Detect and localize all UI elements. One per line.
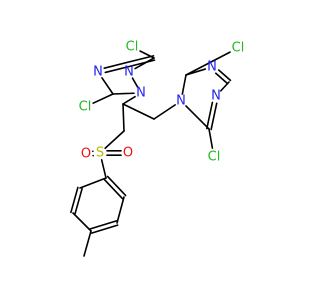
atom-label-o: O bbox=[123, 146, 133, 161]
bond-r4-r5 bbox=[89, 220, 118, 230]
atom-label-cl: Cl bbox=[79, 100, 92, 115]
bond-c3-c5 bbox=[122, 103, 155, 120]
atom-label-s: S bbox=[96, 146, 104, 161]
bond-n6-c8 bbox=[210, 102, 218, 131]
atom-label-n: N bbox=[124, 65, 134, 80]
bond-r2-r3 bbox=[74, 187, 83, 215]
bond-layer bbox=[70, 50, 232, 257]
bond-c6-cl3 bbox=[185, 51, 231, 76]
bond-c7-n6 bbox=[219, 81, 230, 92]
atom-label-o: O bbox=[81, 147, 91, 162]
bond-n5-c7 bbox=[214, 72, 229, 85]
atom-label-cl: Cl bbox=[232, 41, 245, 56]
bond-c8-n4 bbox=[185, 105, 210, 130]
bond-c1-n3 bbox=[103, 55, 155, 69]
bond-c5-n4 bbox=[153, 104, 176, 120]
bond-n6-c8 bbox=[206, 101, 214, 130]
bond-n2-c3 bbox=[122, 95, 136, 105]
bond-c1-n3 bbox=[104, 59, 156, 74]
bond-r2-r3 bbox=[70, 186, 79, 214]
atom-label-cl: Cl bbox=[126, 40, 139, 55]
bond-n4-c6 bbox=[181, 74, 187, 95]
bond-n2-n1 bbox=[131, 77, 139, 88]
bond-n5-c7 bbox=[217, 69, 232, 82]
atom-label-n: N bbox=[176, 94, 186, 109]
bond-n3-c2 bbox=[101, 76, 114, 95]
bond-r1-r2 bbox=[79, 177, 107, 189]
atom-label-n: N bbox=[207, 60, 217, 75]
bond-c2-cl2 bbox=[92, 93, 114, 105]
bond-r3-r4 bbox=[72, 212, 92, 232]
bond-r6-r1 bbox=[106, 175, 127, 197]
atom-label-n: N bbox=[136, 86, 146, 101]
bond-r4-me bbox=[83, 230, 92, 257]
atom-label-n: N bbox=[93, 65, 103, 80]
bond-r4-r5 bbox=[90, 224, 119, 234]
atom-label-n: N bbox=[211, 89, 221, 104]
bond-s1-r1 bbox=[100, 159, 107, 179]
bond-c3-c4 bbox=[122, 103, 125, 132]
bond-c8-cl4 bbox=[208, 128, 214, 149]
bond-r5-r6 bbox=[116, 196, 125, 224]
atom-label-cl: Cl bbox=[208, 150, 221, 165]
bond-r6-r1 bbox=[103, 178, 124, 200]
bond-c4-s1 bbox=[104, 130, 125, 150]
bond-c2-n2 bbox=[112, 92, 135, 95]
